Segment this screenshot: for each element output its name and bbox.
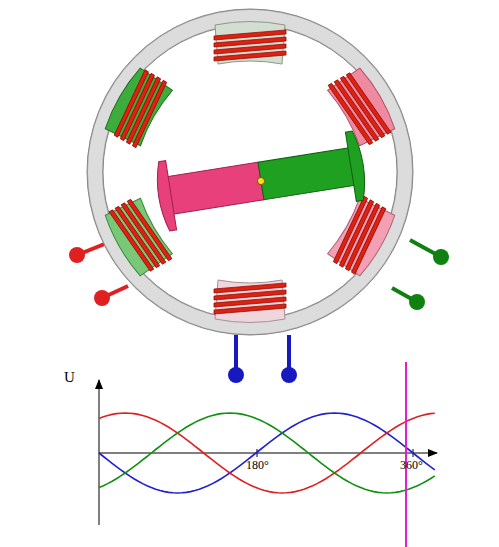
stator-ring-edge xyxy=(87,9,413,335)
phase-waves xyxy=(99,413,435,493)
angle-tick-label: 360° xyxy=(400,459,423,471)
stator-pole xyxy=(326,195,399,279)
stator-pole xyxy=(214,280,286,323)
coil-winding xyxy=(121,77,166,144)
terminals xyxy=(69,247,449,383)
coil-winding xyxy=(334,77,379,144)
phase-wave xyxy=(99,413,435,493)
coil-winding xyxy=(121,200,166,267)
coil-winding xyxy=(328,196,373,263)
coil-winding xyxy=(334,200,379,267)
time-cursor xyxy=(405,362,407,547)
stator-pole xyxy=(326,66,399,150)
angle-tick-label: 180° xyxy=(246,459,269,471)
coil-winding xyxy=(127,80,172,147)
graph-axes xyxy=(99,380,437,525)
stator-ring-edge xyxy=(103,25,397,319)
axis-label: U xyxy=(64,370,75,385)
coil-winding xyxy=(214,51,286,61)
stator-ring xyxy=(95,17,405,327)
stator-pole xyxy=(102,66,175,150)
phase-wave xyxy=(99,413,435,493)
phase-wave xyxy=(99,413,435,493)
coil-winding xyxy=(214,283,286,293)
stator-pole xyxy=(214,22,286,65)
stator-ring-fill xyxy=(95,17,405,327)
stator-poles xyxy=(102,22,399,323)
rotor-magnet xyxy=(153,130,368,232)
